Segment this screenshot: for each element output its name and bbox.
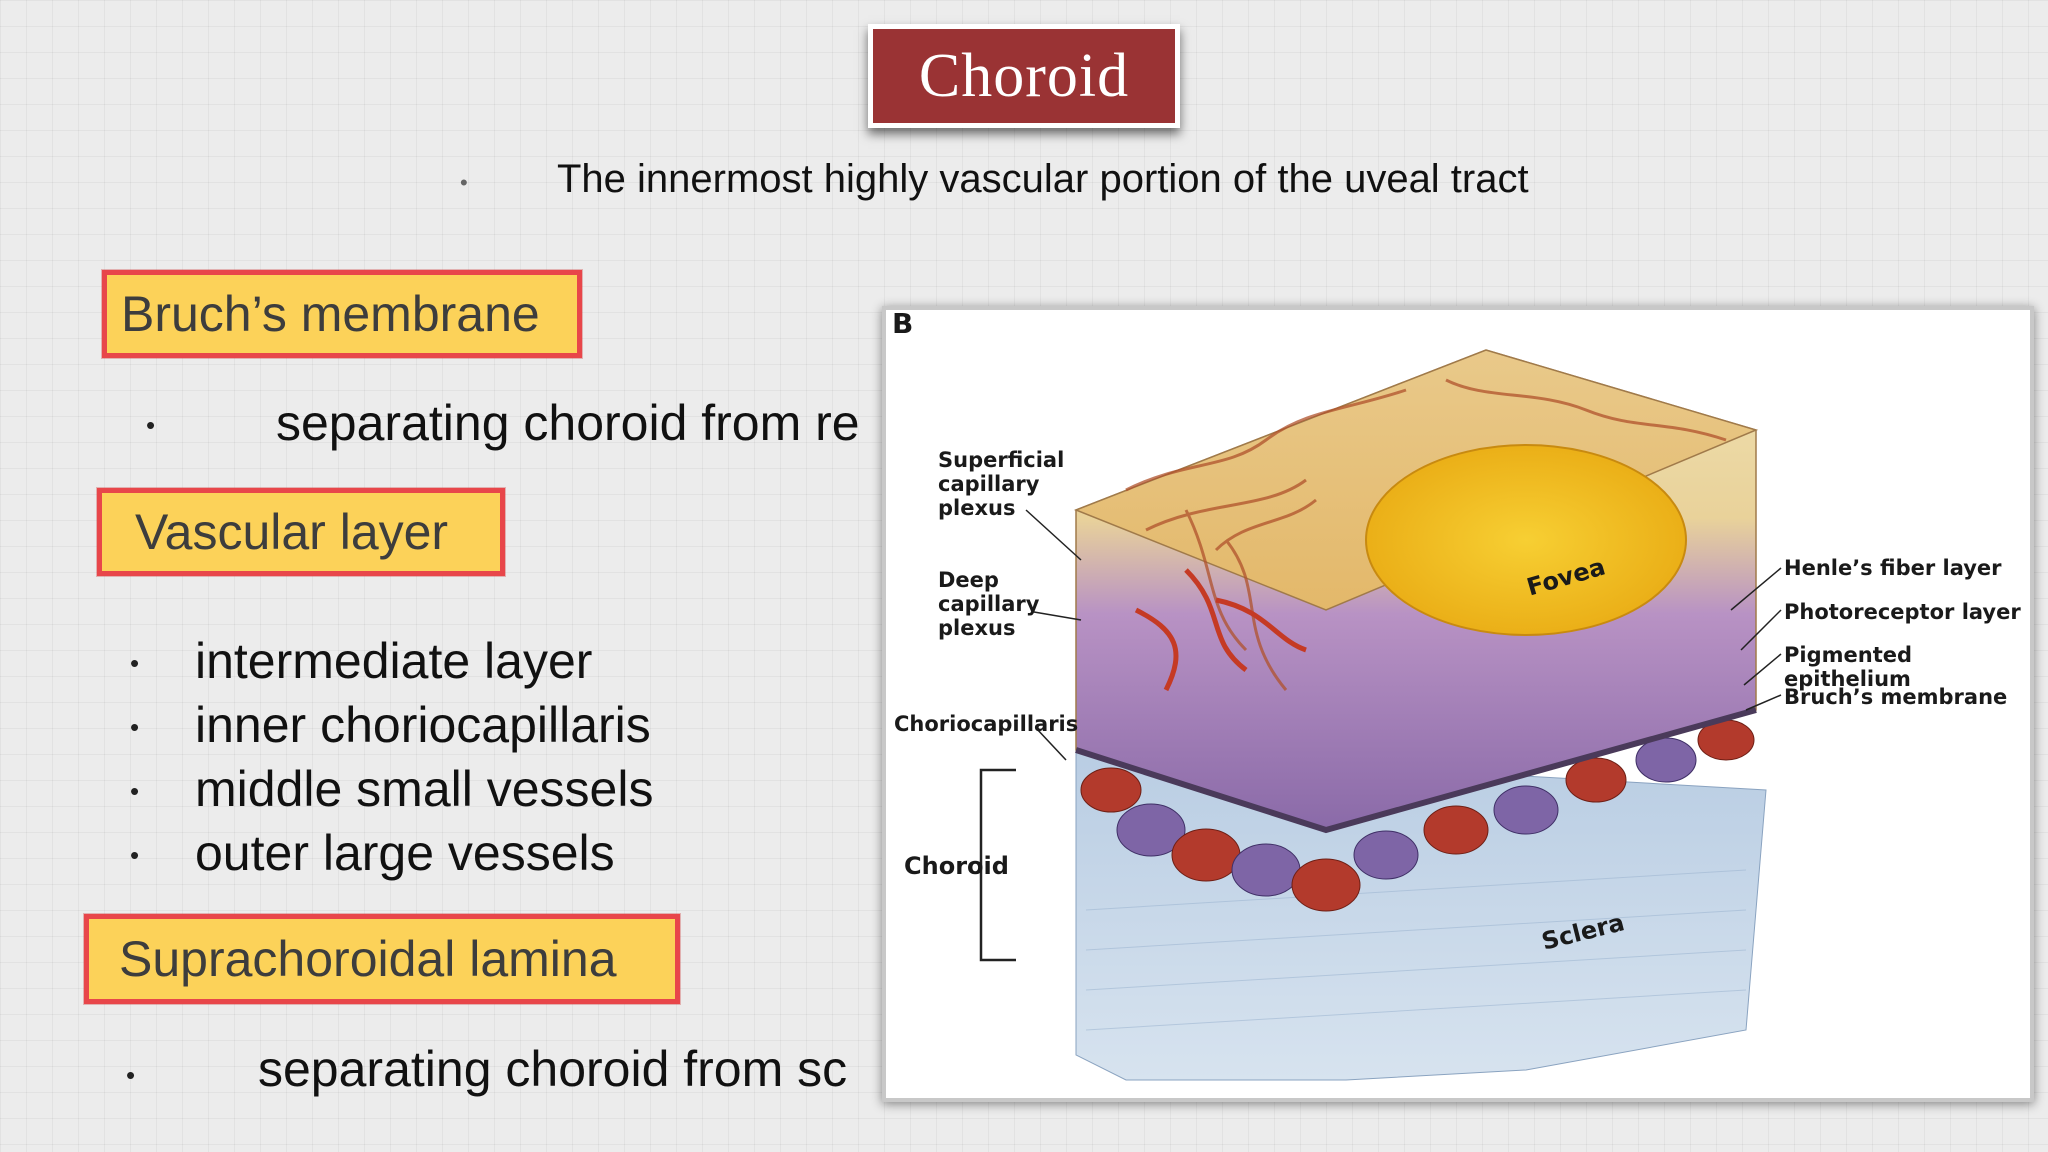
vascular-bullet-4: outer large vessels [195,825,615,881]
retina-choroid-illustration [979,349,1782,1081]
label-bruchs-membrane: Bruch’s membrane [102,270,582,358]
suprachoroidal-bullet-text: separating choroid from sc [258,1041,848,1097]
intro-bullet-dot: • [460,170,468,195]
label-vascular-layer: Vascular layer [97,488,505,576]
label-bruchs-membrane-fig: Bruch’s membrane [1784,685,2008,709]
label-deep-plexus: Deep capillary plexus [938,568,1040,640]
choroid-anatomy-figure: B Superficial capillary plexus Deep capi… [882,306,2034,1102]
bullet-dot: • [130,776,140,806]
label-choriocapillaris: Choriocapillaris [894,712,1079,736]
bullet-dot: • [130,840,140,870]
label-bruchs-membrane-text: Bruch’s membrane [121,286,540,342]
vascular-bullet-1: intermediate layer [195,633,593,689]
panel-letter: B [892,307,914,340]
slide-title-text: Choroid [918,41,1130,110]
label-henle-fiber-layer: Henle’s fiber layer [1784,556,2002,580]
bullet-dot: • [146,410,156,440]
bruchs-bullet-text: separating choroid from re [276,395,860,451]
slide-title: Choroid [868,24,1180,128]
label-vascular-layer-text: Vascular layer [135,504,449,560]
label-choroid: Choroid [904,852,1009,880]
label-superficial-plexus: Superficial capillary plexus [938,448,1065,520]
bullet-dot: • [126,1060,136,1090]
vascular-bullet-2: inner choriocapillaris [195,697,651,753]
label-pigmented-epithelium: Pigmented epithelium [1784,643,1913,691]
label-suprachoroidal-lamina: Suprachoroidal lamina [84,914,680,1004]
intro-text: The innermost highly vascular portion of… [557,157,1529,201]
label-suprachoroidal-lamina-text: Suprachoroidal lamina [119,931,617,987]
label-photoreceptor-layer: Photoreceptor layer [1784,600,2021,624]
bullet-dot: • [130,712,140,742]
vascular-bullet-3: middle small vessels [195,761,654,817]
bullet-dot: • [130,648,140,678]
